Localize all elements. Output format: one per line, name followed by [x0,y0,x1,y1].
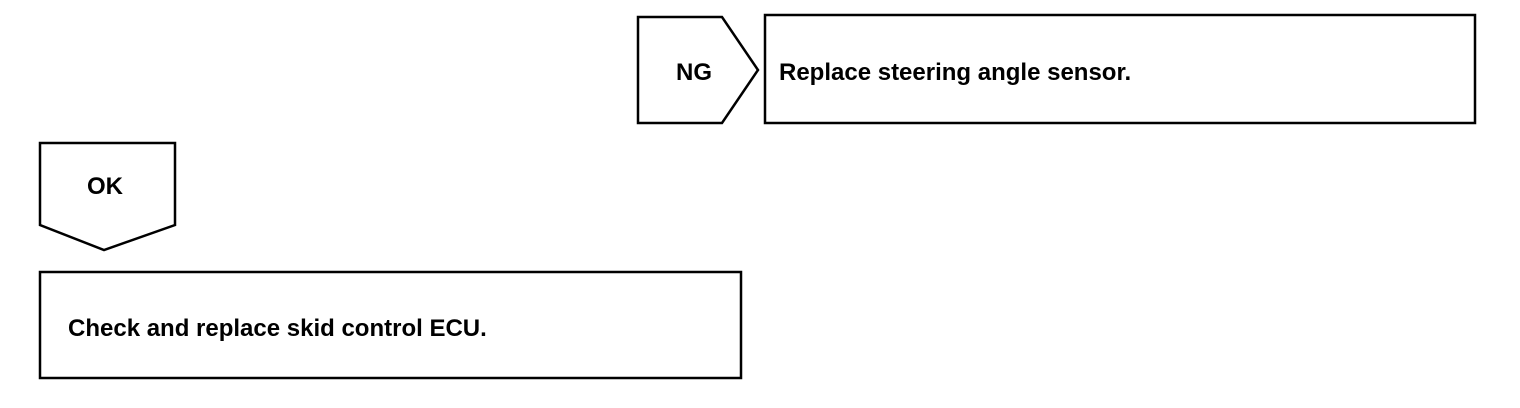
ng-action-text: Replace steering angle sensor. [779,59,1131,86]
ok-action-text: Check and replace skid control ECU. [68,315,487,342]
ok-action-box: Check and replace skid control ECU. [38,270,743,380]
ng-action-box: Replace steering angle sensor. [763,13,1477,125]
ng-action-rect [763,13,1477,125]
ng-branch: NG [636,15,760,125]
ok-arrow-tag [38,141,177,252]
ok-action-rect [38,270,743,380]
ng-arrow-tag [636,15,760,125]
ng-label: NG [676,59,712,86]
ok-label: OK [87,173,124,200]
ok-branch: OK [38,141,177,252]
